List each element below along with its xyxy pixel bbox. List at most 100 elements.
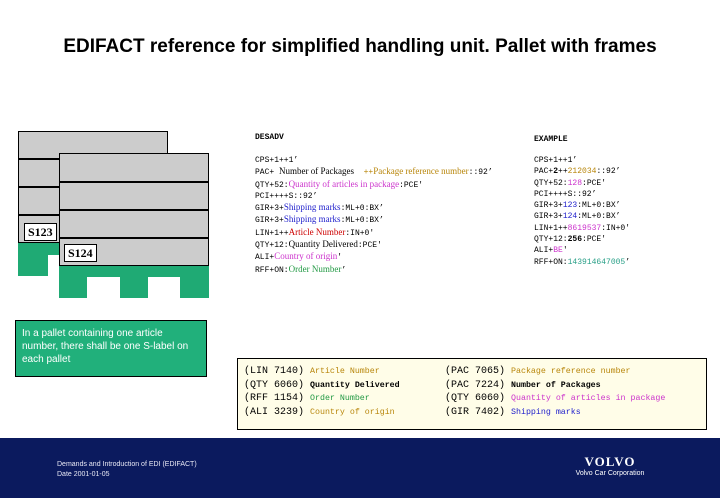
segment-part: ::92’ [596, 167, 621, 177]
segment-line: CPS+1++1’ [255, 155, 493, 166]
segment-part: Number of Packages [279, 166, 354, 177]
segment-part: GIR+3+ [534, 201, 563, 211]
segment-part: LIN+1++ [534, 223, 568, 233]
segment-line: LIN+1++8619537:IN+0' [534, 223, 630, 234]
example-segments: CPS+1++1’PAC+2++212034::92’QTY+52:128:PC… [534, 155, 630, 268]
segment-part: GIR+3+ [534, 212, 563, 222]
segment-line: LIN+1++Article Number:IN+0' [255, 227, 493, 239]
note-box: In a pallet containing one article numbe… [15, 320, 207, 377]
legend-code: (QTY 6060) [445, 393, 512, 404]
legend-code: (QTY 6060) [244, 379, 311, 391]
segment-part: Quantity of articles in package [288, 178, 400, 189]
segment-line: QTY+52:Quantity of articles in package:P… [255, 179, 493, 191]
segment-part: :IN+0' [345, 228, 375, 238]
legend-row: (PAC 7065) Package reference number [445, 365, 665, 379]
desadv-heading: DESADV [255, 133, 284, 142]
segment-line: GIR+3+Shipping marks:ML+0:BX’ [255, 214, 493, 226]
legend-label: Country of origin [310, 407, 395, 417]
segment-part: CPS+1++1’ [534, 156, 578, 165]
footer-date: Date 2001-01-05 [57, 470, 110, 478]
segment-line: PCI++++S::92’ [534, 189, 630, 200]
pallet-front: S124 [59, 153, 209, 298]
s-label: S123 [24, 223, 57, 241]
legend-code: (RFF 1154) [244, 393, 311, 404]
segment-part: :ML+0:BX’ [340, 216, 384, 226]
volvo-subtitle: Volvo Car Corporation [575, 470, 645, 477]
legend-row: (QTY 6060) Quantity of articles in packa… [445, 392, 665, 406]
segment-part: ’ [625, 257, 631, 267]
segment-part: ' [562, 246, 568, 256]
volvo-wordmark: VOLVO [584, 454, 636, 469]
legend-row: (GIR 7402) Shipping marks [445, 406, 665, 420]
segment-part: PAC+ [255, 168, 280, 178]
segment-part: ALI+ [534, 246, 554, 256]
segment-part: Country of origin [274, 251, 338, 262]
volvo-logo: VOLVO Volvo Car Corporation [572, 455, 648, 479]
segment-part: Order Number [288, 263, 342, 274]
segment-line: GIR+3+123:ML+0:BX’ [534, 200, 630, 211]
segment-line: ALI+Country of origin' [255, 251, 493, 263]
segment-line: RFF+ON:Order Number’ [255, 264, 493, 276]
legend-code: (LIN 7140) [244, 366, 311, 377]
legend-right-column: (PAC 7065) Package reference number(PAC … [445, 365, 665, 419]
legend-label: Quantity of articles in package [511, 394, 666, 403]
segment-line: PCI++++S::92’ [255, 191, 493, 202]
segment-part: QTY+52: [255, 180, 289, 190]
pallet-frame [59, 182, 209, 210]
footer-bar [0, 438, 720, 498]
segment-part: QTY+52: [534, 178, 568, 188]
segment-part: :ML+0:BX’ [340, 204, 384, 214]
segment-part: LIN+1++ [255, 228, 289, 238]
segment-line: ALI+BE' [534, 245, 630, 256]
s-label: S124 [64, 244, 97, 262]
segment-part: RFF+ON: [534, 257, 568, 267]
segment-part: 212034 [567, 167, 597, 177]
segment-part: 8619537 [567, 223, 602, 233]
legend-code: (PAC 7224) [445, 379, 512, 391]
legend-label: Quantity Delivered [310, 380, 400, 390]
pallet-block [120, 277, 148, 298]
segment-part: RFF+ON: [255, 265, 289, 275]
segment-part: 123 [562, 201, 578, 211]
segment-part: 128 [567, 178, 583, 188]
legend-label: Article Number [310, 367, 380, 376]
legend-row: (ALI 3239) Country of origin [244, 406, 400, 420]
legend-label: Order Number [310, 394, 370, 403]
segment-part: Article Number [288, 226, 346, 237]
segment-part: Package reference number [373, 166, 469, 177]
segment-line: QTY+12:256:PCE' [534, 234, 630, 245]
segment-part: ' [337, 253, 343, 263]
desadv-segments: CPS+1++1’PAC+ Number of Packages ++Packa… [255, 155, 493, 276]
legend-box: (LIN 7140) Article Number(QTY 6060) Quan… [237, 358, 707, 430]
segment-part: :PCE' [357, 241, 382, 251]
segment-part: CPS+1++1’ [255, 156, 299, 165]
segment-part: BE [553, 246, 563, 256]
segment-part: :PCE' [399, 180, 424, 190]
segment-part: Shipping marks [283, 202, 341, 213]
segment-part: Quantity Delivered [288, 239, 358, 250]
segment-part: 143914647005 [567, 257, 626, 267]
segment-part: :PCE' [582, 235, 607, 245]
legend-row: (LIN 7140) Article Number [244, 365, 400, 379]
legend-row: (QTY 6060) Quantity Delivered [244, 379, 400, 393]
segment-part: 2 [553, 167, 559, 177]
pallet-frame [59, 153, 209, 182]
segment-part: ALI+ [255, 253, 275, 263]
segment-part: :ML+0:BX’ [577, 212, 621, 222]
example-heading: EXAMPLE [534, 135, 568, 144]
segment-line: RFF+ON:143914647005’ [534, 257, 630, 268]
pallet-block [59, 277, 87, 298]
legend-code: (GIR 7402) [445, 406, 512, 418]
segment-line: PAC+ Number of Packages ++Package refere… [255, 166, 493, 178]
segment-line: QTY+12:Quantity Delivered:PCE' [255, 239, 493, 251]
segment-part: 124 [562, 212, 578, 222]
segment-line: PAC+2++212034::92’ [534, 166, 630, 177]
segment-part: GIR+3+ [255, 204, 284, 214]
footer-title: Demands and Introduction of EDI (EDIFACT… [57, 461, 197, 468]
segment-line: GIR+3+124:ML+0:BX’ [534, 211, 630, 222]
segment-part: QTY+12: [534, 235, 568, 245]
legend-label: Package reference number [511, 367, 631, 376]
pallet-deck [59, 266, 209, 277]
legend-left-column: (LIN 7140) Article Number(QTY 6060) Quan… [244, 365, 400, 419]
segment-part: GIR+3+ [255, 216, 284, 226]
